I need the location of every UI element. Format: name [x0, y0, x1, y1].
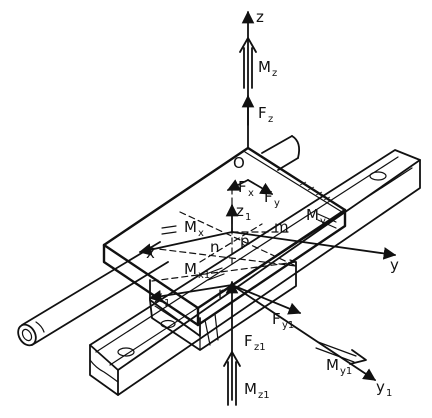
label-z1: z — [236, 202, 244, 220]
y-axis — [231, 213, 397, 260]
dashed-construction — [149, 187, 297, 282]
label-p: p — [240, 232, 250, 250]
label-Fy: F — [264, 188, 273, 206]
label-Mz: M — [258, 58, 271, 76]
z-axis — [239, 10, 257, 149]
label-Fz: F — [258, 104, 267, 122]
label-Fz1-sub: z1 — [254, 342, 266, 353]
x-axis — [138, 225, 233, 256]
label-Mx: M — [184, 218, 197, 236]
label-Mx1-sub: x1 — [198, 270, 210, 281]
label-My1: M — [326, 356, 339, 374]
label-O: O — [233, 154, 245, 172]
labels: z M z F z O F x F y z 1 M x M y m n p x … — [146, 8, 399, 401]
label-r: r — [218, 284, 225, 302]
label-Fx: F — [238, 178, 247, 196]
label-x1: x — [154, 288, 163, 306]
label-x1-sub: 1 — [164, 298, 170, 309]
label-Fz-sub: z — [268, 114, 273, 125]
label-My-sub: y — [320, 216, 326, 227]
label-Mz1-sub: z1 — [258, 390, 270, 401]
label-Mx1: M — [184, 260, 197, 278]
label-Fx-sub: x — [248, 188, 254, 199]
label-z: z — [256, 8, 264, 26]
label-y: y — [390, 256, 399, 274]
label-My: M — [306, 206, 319, 224]
label-z1-sub: 1 — [245, 212, 251, 223]
label-Mz1: M — [244, 380, 257, 398]
label-Fz1: F — [244, 332, 253, 350]
z1-lower-arrows — [223, 280, 241, 406]
label-x: x — [146, 244, 155, 262]
label-My1-sub: y1 — [340, 366, 352, 377]
label-Mx-sub: x — [198, 228, 204, 239]
label-Mz-sub: z — [272, 68, 277, 79]
plate-force-arrows — [225, 179, 274, 233]
lower-axes — [148, 267, 377, 381]
label-m: m — [274, 218, 289, 236]
label-y1-sub: 1 — [386, 388, 392, 399]
label-Fy-sub: y — [274, 198, 280, 209]
label-n: n — [210, 238, 220, 256]
shaft — [17, 135, 301, 347]
label-Fy1-sub: y1 — [282, 320, 294, 331]
label-Fy1: F — [272, 310, 281, 328]
carriage-block — [149, 259, 297, 351]
label-y1: y — [376, 378, 385, 396]
guide-rail — [89, 149, 421, 396]
